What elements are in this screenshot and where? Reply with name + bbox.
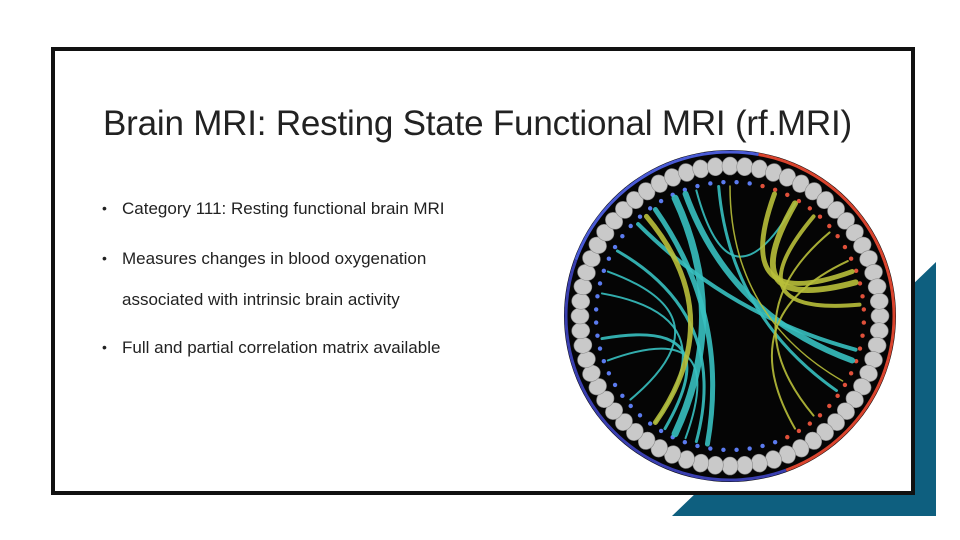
brain-thumbnail xyxy=(721,156,739,176)
node-marker xyxy=(620,233,625,239)
connection-link xyxy=(600,333,689,431)
brain-connectome-image xyxy=(564,150,896,482)
bullet-text-continued: associated with intrinsic brain activity xyxy=(122,290,400,309)
ring-arc-left xyxy=(574,150,759,261)
node-marker xyxy=(595,294,600,299)
node-marker xyxy=(601,358,607,364)
connection-link xyxy=(615,249,706,444)
node-marker xyxy=(848,256,854,261)
ring-arc-bottom xyxy=(564,259,787,482)
bullet-dot: • xyxy=(102,339,107,355)
node-marker xyxy=(861,320,867,325)
node-marker xyxy=(747,446,752,451)
node-marker xyxy=(612,244,618,250)
node-marker xyxy=(817,413,823,418)
node-marker xyxy=(612,382,618,388)
node-marker xyxy=(595,333,600,338)
node-marker xyxy=(807,421,813,426)
ring-arc-right xyxy=(758,153,896,472)
node-marker xyxy=(760,183,765,189)
connection-link xyxy=(606,270,677,401)
node-marker xyxy=(593,307,599,312)
node-marker xyxy=(628,223,633,229)
slide-title: Brain MRI: Resting State Functional MRI … xyxy=(103,104,852,143)
node-marker xyxy=(860,294,865,299)
bullet-item: • Measures changes in blood oxygenation … xyxy=(102,238,542,320)
node-marker xyxy=(860,333,865,338)
node-marker xyxy=(772,439,778,445)
node-marker xyxy=(606,371,612,376)
node-marker xyxy=(682,439,688,445)
node-marker xyxy=(785,192,790,198)
node-marker xyxy=(708,181,713,186)
node-marker xyxy=(796,198,802,204)
node-marker xyxy=(734,179,739,185)
node-marker xyxy=(796,428,802,434)
node-marker xyxy=(857,346,863,351)
node-marker xyxy=(807,206,813,211)
bullet-item: • Category 111: Resting functional brain… xyxy=(102,188,542,229)
connection-link xyxy=(652,207,716,447)
node-marker xyxy=(658,428,664,434)
brain-thumbnail xyxy=(721,456,739,476)
bullet-item: • Full and partial correlation matrix av… xyxy=(102,327,542,368)
bullet-text: Category 111: Resting functional brain M… xyxy=(122,199,445,218)
node-marker xyxy=(835,233,840,239)
bullet-text: Measures changes in blood oxygenation xyxy=(122,249,427,268)
node-marker xyxy=(721,179,726,185)
node-marker xyxy=(842,244,848,250)
node-marker xyxy=(772,187,778,193)
node-marker xyxy=(708,446,713,451)
node-marker xyxy=(628,403,633,409)
node-marker xyxy=(842,382,848,388)
brain-thumbnail xyxy=(570,307,590,325)
node-marker xyxy=(734,447,739,453)
node-marker xyxy=(647,206,653,211)
node-marker xyxy=(597,346,603,351)
connection-link xyxy=(729,185,844,382)
brain-thumbnail xyxy=(869,292,889,310)
node-marker xyxy=(601,268,607,274)
node-marker xyxy=(861,307,867,312)
connection-link xyxy=(717,184,838,393)
bullet-list: • Category 111: Resting functional brain… xyxy=(102,188,542,368)
node-marker xyxy=(760,443,765,449)
brain-thumbnail xyxy=(870,307,890,325)
node-marker xyxy=(848,371,854,376)
node-marker xyxy=(827,223,832,229)
node-marker xyxy=(593,320,599,325)
connection-link xyxy=(774,231,831,417)
node-marker xyxy=(785,434,790,440)
node-marker xyxy=(606,256,612,261)
node-marker xyxy=(637,413,643,418)
node-marker xyxy=(597,281,603,286)
bullet-dot: • xyxy=(102,250,107,266)
node-marker xyxy=(695,183,700,189)
node-marker xyxy=(721,447,726,453)
node-marker xyxy=(853,268,859,274)
node-marker xyxy=(835,393,840,399)
node-marker xyxy=(695,443,700,449)
node-marker xyxy=(817,214,823,219)
connection-link xyxy=(643,213,693,425)
node-marker xyxy=(647,421,653,426)
bullet-text: Full and partial correlation matrix avai… xyxy=(122,338,441,357)
connection-link xyxy=(636,222,858,352)
bullet-dot: • xyxy=(102,200,107,216)
node-marker xyxy=(637,214,643,219)
connection-link xyxy=(770,260,849,430)
node-marker xyxy=(620,393,625,399)
node-marker xyxy=(658,198,664,204)
node-marker xyxy=(857,281,863,286)
node-marker xyxy=(827,403,832,409)
node-marker xyxy=(747,181,752,186)
connection-link xyxy=(760,191,855,286)
